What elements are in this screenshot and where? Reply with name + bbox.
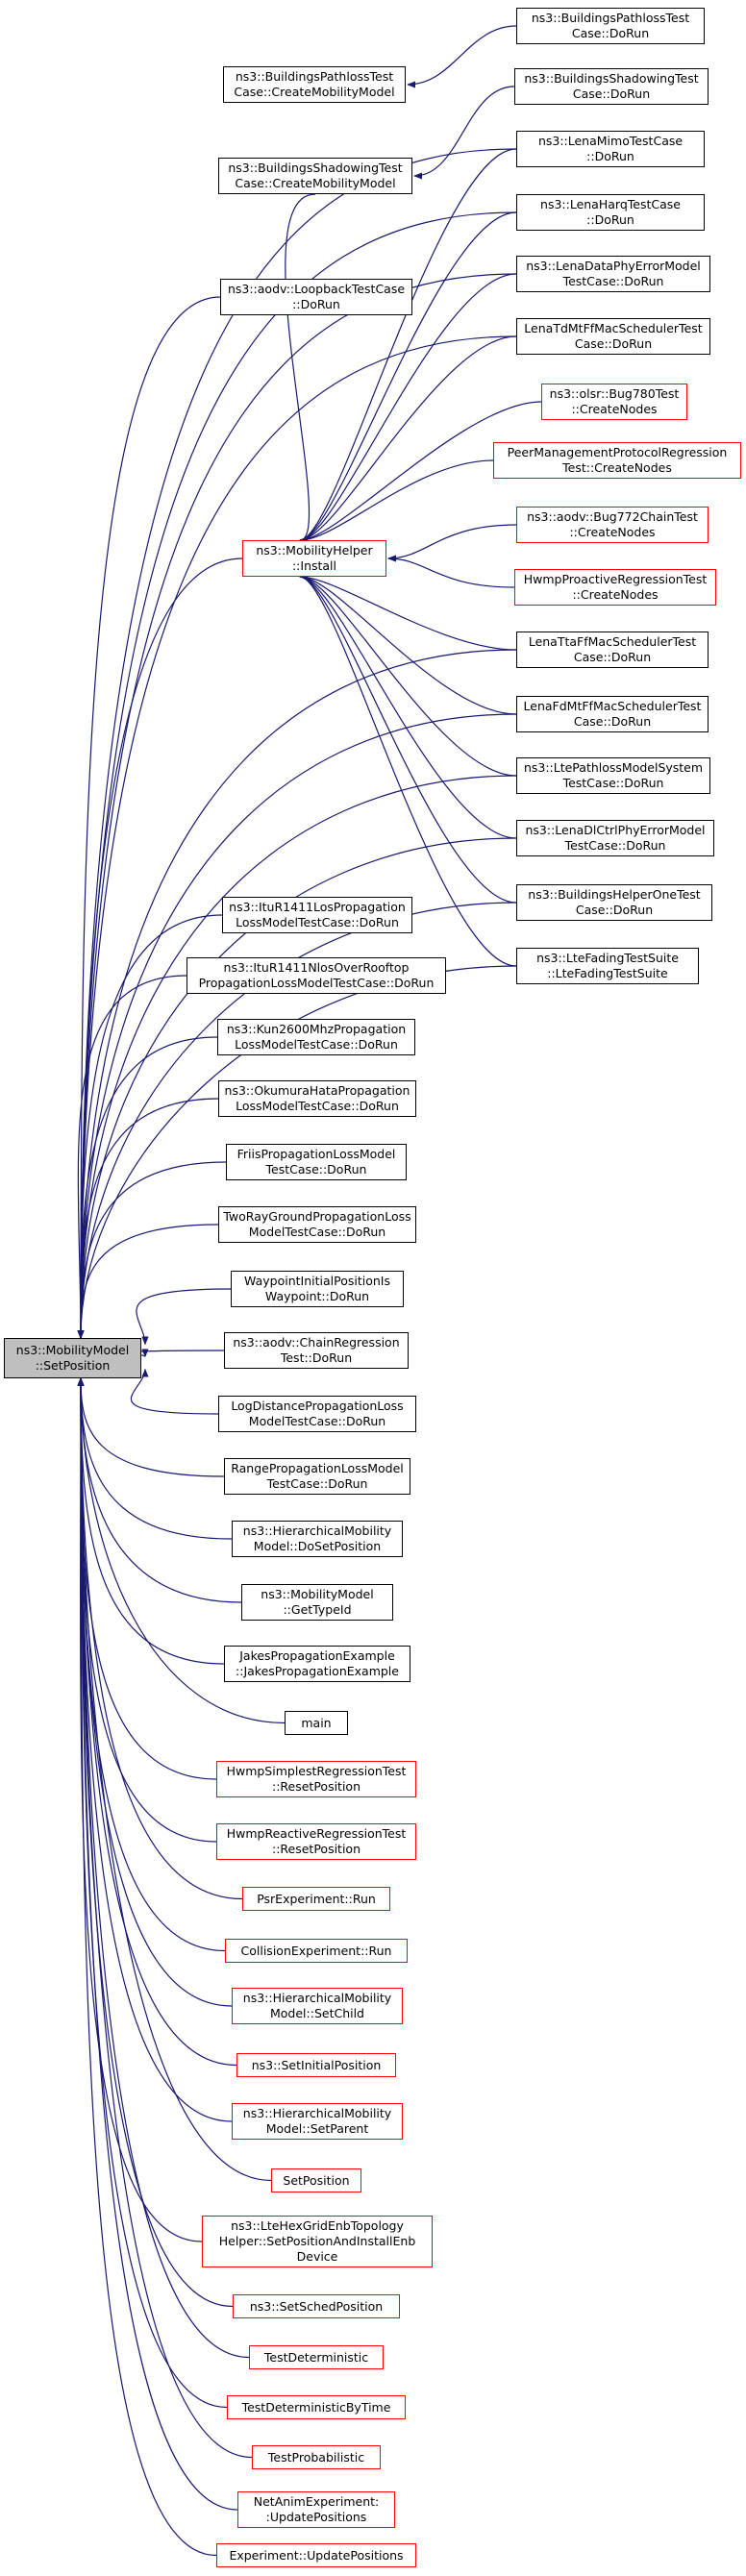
edge-logdist-to-root — [130, 1368, 219, 1415]
edge-okumura-to-root — [77, 1098, 219, 1339]
node-bst-dorun[interactable]: ns3::BuildingsShadowingTest Case::DoRun — [514, 68, 709, 105]
edge-jakes-to-root — [77, 1377, 225, 1665]
node-hwmp-proactive[interactable]: HwmpProactiveRegressionTest ::CreateNode… — [514, 569, 716, 606]
node-tworay[interactable]: TwoRayGroundPropagationLoss ModelTestCas… — [218, 1206, 416, 1243]
node-bst-cmm[interactable]: ns3::BuildingsShadowingTest Case::Create… — [218, 158, 412, 194]
node-hwmp-simplest[interactable]: HwmpSimplestRegressionTest ::ResetPositi… — [216, 1761, 416, 1797]
edge-lte-pathloss-to-root — [77, 775, 517, 1339]
node-aodv-chain[interactable]: ns3::aodv::ChainRegression Test::DoRun — [224, 1332, 409, 1369]
edge-hier-setchild-to-root — [77, 1377, 233, 2007]
node-psr-run[interactable]: PsrExperiment::Run — [242, 1887, 390, 1911]
node-hier-setchild[interactable]: ns3::HierarchicalMobility Model::SetChil… — [232, 1988, 403, 2024]
edge-psr-run-to-root — [77, 1377, 243, 1900]
edge-lena-tdmt-to-install — [299, 335, 517, 544]
edge-lena-tta-to-root — [77, 649, 517, 1339]
edge-bst-dorun-to-bst-cmm — [413, 86, 515, 180]
node-bpt-domrun[interactable]: ns3::BuildingsPathlossTest Case::DoRun — [516, 8, 705, 44]
edge-aodv-chain-to-root — [133, 1349, 225, 1358]
edge-bho-dorun-to-root — [77, 902, 517, 1339]
node-aodv-loopback[interactable]: ns3::aodv::LoopbackTestCase ::DoRun — [220, 279, 412, 315]
node-waypoint[interactable]: WaypointInitialPositionIs Waypoint::DoRu… — [231, 1271, 404, 1307]
node-hier-setparent[interactable]: ns3::HierarchicalMobility Model::SetPare… — [232, 2103, 403, 2140]
node-hier-dosetpos[interactable]: ns3::HierarchicalMobility Model::DoSetPo… — [232, 1521, 403, 1557]
node-set-initial[interactable]: ns3::SetInitialPosition — [236, 2053, 396, 2077]
node-test-det[interactable]: TestDeterministic — [249, 2345, 384, 2369]
edge-lte-fading-to-install — [299, 573, 517, 967]
node-mm-gettypeid[interactable]: ns3::MobilityModel ::GetTypeId — [241, 1584, 393, 1621]
edge-test-prob-to-root — [77, 1377, 253, 2459]
edge-peer-mgmt-to-install — [299, 459, 494, 544]
node-experiment-up[interactable]: Experiment::UpdatePositions — [216, 2543, 416, 2567]
node-logdist[interactable]: LogDistancePropagationLoss ModelTestCase… — [218, 1396, 416, 1432]
edge-bho-dorun-to-install — [299, 573, 517, 904]
node-set-sched[interactable]: ns3::SetSchedPosition — [233, 2294, 400, 2318]
node-setposition[interactable]: SetPosition — [271, 2168, 361, 2192]
edge-main-to-root — [77, 1377, 286, 1724]
node-kun2600[interactable]: ns3::Kun2600MhzPropagation LossModelTest… — [217, 1019, 415, 1055]
edge-range-to-root — [77, 1377, 225, 1477]
node-lena-dataphy[interactable]: ns3::LenaDataPhyErrorModel TestCase::DoR… — [516, 256, 710, 292]
node-itu-nlos[interactable]: ns3::ItuR1411NlosOverRooftop Propagation… — [186, 957, 446, 994]
edge-hwmp-proactive-to-install — [387, 555, 515, 588]
edge-lena-tdmt-to-root — [77, 335, 517, 1339]
edge-setposition-to-root — [77, 1377, 272, 2182]
edge-itu-nlos-to-root — [77, 975, 187, 1339]
node-mm-setposition: ns3::MobilityModel ::SetPosition — [4, 1338, 141, 1378]
edge-hier-dosetpos-to-root — [77, 1377, 233, 1540]
node-lena-harq[interactable]: ns3::LenaHarqTestCase ::DoRun — [516, 194, 705, 231]
edge-lena-fdmt-to-install — [299, 573, 517, 715]
node-lte-fading[interactable]: ns3::LteFadingTestSuite ::LteFadingTestS… — [516, 948, 699, 984]
node-lena-tdmt[interactable]: LenaTdMtFfMacSchedulerTest Case::DoRun — [516, 318, 710, 355]
edge-lena-harq-to-install — [299, 211, 517, 544]
edge-lena-dataphy-to-install — [299, 273, 517, 544]
node-hwmp-reactive[interactable]: HwmpReactiveRegressionTest ::ResetPositi… — [216, 1823, 416, 1860]
edge-aodv-loopback-to-root — [77, 296, 221, 1339]
node-lena-dlctrl[interactable]: ns3::LenaDlCtrlPhyErrorModel TestCase::D… — [516, 820, 714, 856]
edge-bst-cmm-to-install — [285, 193, 316, 544]
edge-hwmp-simplest-to-root — [77, 1377, 217, 1780]
edge-lena-dlctrl-to-install — [299, 573, 517, 839]
edge-waypoint-to-root — [136, 1288, 232, 1346]
edge-netanim-to-root — [77, 1377, 238, 2511]
node-main[interactable]: main — [285, 1711, 348, 1735]
node-itu-los[interactable]: ns3::ItuR1411LosPropagation LossModelTes… — [222, 897, 412, 933]
node-aodv-bug772[interactable]: ns3::aodv::Bug772ChainTest ::CreateNodes — [516, 507, 709, 543]
node-okumura[interactable]: ns3::OkumuraHataPropagation LossModelTes… — [218, 1080, 416, 1117]
node-lte-pathloss[interactable]: ns3::LtePathlossModelSystem TestCase::Do… — [516, 757, 710, 794]
node-mh-install[interactable]: ns3::MobilityHelper ::Install — [242, 540, 386, 577]
node-peer-mgmt[interactable]: PeerManagementProtocolRegression Test::C… — [493, 442, 741, 479]
edge-lena-mimo-to-install — [299, 148, 517, 544]
edge-olsr-bug780-to-install — [299, 401, 542, 544]
edge-lena-tta-to-install — [299, 573, 517, 651]
node-lte-hexgrid[interactable]: ns3::LteHexGridEnbTopology Helper::SetPo… — [202, 2216, 433, 2267]
edge-lena-fdmt-to-root — [77, 713, 517, 1339]
edge-aodv-bug772-to-install — [387, 524, 517, 562]
node-olsr-bug780[interactable]: ns3::olsr::Bug780Test ::CreateNodes — [541, 384, 687, 420]
edge-friis-to-root — [77, 1161, 227, 1339]
edge-lte-pathloss-to-install — [299, 573, 517, 777]
node-test-det-time[interactable]: TestDeterministicByTime — [227, 2395, 406, 2419]
edge-test-det-to-root — [77, 1377, 250, 2359]
node-test-prob[interactable]: TestProbabilistic — [252, 2445, 381, 2469]
edge-tworay-to-root — [77, 1224, 219, 1339]
edge-lte-hexgrid-to-root — [77, 1377, 203, 2242]
node-lena-mimo[interactable]: ns3::LenaMimoTestCase ::DoRun — [516, 131, 705, 167]
node-jakes[interactable]: JakesPropagationExample ::JakesPropagati… — [224, 1646, 410, 1682]
node-lena-tta[interactable]: LenaTtaFfMacSchedulerTest Case::DoRun — [516, 632, 709, 668]
node-lena-fdmt[interactable]: LenaFdMtFfMacSchedulerTest Case::DoRun — [516, 696, 709, 732]
node-friis[interactable]: FriisPropagationLossModel TestCase::DoRu… — [226, 1144, 407, 1180]
edge-bpt-domrun-to-bpt-cmm — [407, 25, 517, 88]
node-collision-run[interactable]: CollisionExperiment::Run — [225, 1939, 408, 1963]
edge-lena-harq-to-root — [77, 211, 517, 1339]
node-netanim[interactable]: NetAnimExperiment: :UpdatePositions — [237, 2491, 395, 2528]
node-bho-dorun[interactable]: ns3::BuildingsHelperOneTest Case::DoRun — [516, 884, 712, 921]
node-bpt-cmm[interactable]: ns3::BuildingsPathlossTest Case::CreateM… — [223, 66, 406, 103]
edge-experiment-up-to-root — [77, 1377, 217, 2557]
node-range[interactable]: RangePropagationLossModel TestCase::DoRu… — [224, 1458, 410, 1495]
